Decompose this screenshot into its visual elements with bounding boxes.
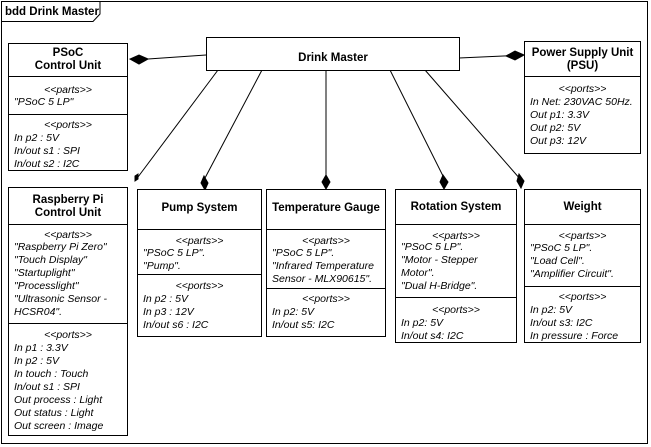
diamond-weight-icon <box>516 172 525 190</box>
separator <box>9 224 127 225</box>
diamond-psoc-icon <box>128 54 150 65</box>
ports-compartment-title: <<ports>> <box>175 280 224 292</box>
block-rotation-system-name: Rotation System <box>410 201 502 213</box>
parts-list: "PSoC 5 LP". "Load Cell". "Amplifier Cir… <box>530 242 614 280</box>
parts-list: "PSoC 5 LP" <box>14 96 74 108</box>
parts-list: "PSoC 5 LP". "Motor - Stepper Motor". "D… <box>401 241 478 292</box>
block-psu-name: Power Supply Unit (PSU) <box>531 47 634 72</box>
block-pump-system-name: Pump System <box>161 202 238 214</box>
diamond-psu-icon <box>504 50 526 61</box>
separator <box>396 224 516 225</box>
link-psoc <box>147 54 207 60</box>
block-temperature-gauge-name: Temperature Gauge <box>272 202 380 214</box>
parts-list: "Raspberry Pi Zero" "Touch Display" "Sta… <box>14 241 108 318</box>
separator <box>525 286 640 287</box>
separator <box>138 274 261 275</box>
separator <box>138 229 261 230</box>
block-weight[interactable]: Weight <<parts>> "PSoC 5 LP". "Load Cell… <box>524 189 641 343</box>
ports-compartment-title: <<ports>> <box>558 83 607 95</box>
link-rotation <box>389 69 445 179</box>
block-raspberry-pi[interactable]: Raspberry Pi Control Unit <<parts>> "Ras… <box>8 187 128 436</box>
diamond-rotation-icon <box>439 173 449 191</box>
ports-list: In p2 : 5V In/out s1 : SPI In/out s2 : I… <box>14 132 80 170</box>
ports-list: In p2: 5V In/out s4: I2C <box>401 317 464 342</box>
block-rotation-system[interactable]: Rotation System <<parts>> "PSoC 5 LP". "… <box>395 189 517 343</box>
separator <box>525 224 640 225</box>
ports-list: In Net: 230VAC 50Hz. Out p1: 3.3V Out p2… <box>530 96 633 147</box>
diamond-rpi-icon <box>134 173 139 182</box>
parts-list: "PSoC 5 LP". "Infrared Temperature Senso… <box>272 247 374 285</box>
ports-list: In p2: 5V In/out s5: I2C <box>272 306 335 331</box>
ports-list: In p2: 5V In/out s3: I2C In pressure : F… <box>530 304 619 342</box>
parts-compartment-title: <<parts>> <box>175 235 224 247</box>
parts-compartment-title: <<parts>> <box>44 229 92 241</box>
parts-compartment-title: <<parts>> <box>44 84 92 96</box>
ports-compartment-title: <<ports>> <box>558 291 607 303</box>
ports-compartment-title: <<ports>> <box>44 119 92 131</box>
link-rpi <box>134 69 219 182</box>
block-weight-name: Weight <box>563 201 602 213</box>
block-temperature-gauge[interactable]: Temperature Gauge <<parts>> "PSoC 5 LP".… <box>266 189 386 337</box>
ports-compartment-title: <<ports>> <box>432 304 480 316</box>
separator <box>396 297 516 298</box>
frame-title: bdd Drink Master <box>5 6 99 18</box>
separator <box>525 76 640 77</box>
block-pump-system[interactable]: Pump System <<parts>> "PSoC 5 LP". "Pump… <box>137 189 262 337</box>
block-drink-master[interactable]: Drink Master <box>206 37 460 71</box>
link-pump <box>204 69 263 179</box>
separator <box>267 229 385 230</box>
diamond-temp-icon <box>321 173 331 191</box>
parts-compartment-title: <<parts>> <box>302 235 350 247</box>
separator <box>267 288 385 289</box>
parts-list: "PSoC 5 LP". "Pump". <box>143 247 206 272</box>
block-drink-master-name: Drink Master <box>298 52 368 64</box>
frame-tab <box>1 1 101 22</box>
separator <box>9 76 127 77</box>
link-weight <box>424 69 522 181</box>
block-psu[interactable]: Power Supply Unit (PSU) <<ports>> In Net… <box>524 41 641 154</box>
diamond-pump-icon <box>200 174 209 192</box>
ports-list: In p2 : 5V In p3 : 12V In/out s6 : I2C <box>143 293 209 331</box>
parts-compartment-title: <<parts>> <box>558 230 607 242</box>
separator <box>9 323 127 324</box>
block-raspberry-pi-name: Raspberry Pi Control Unit <box>32 194 104 219</box>
ports-compartment-title: <<ports>> <box>302 293 350 305</box>
ports-compartment-title: <<ports>> <box>44 329 92 341</box>
separator <box>9 114 127 115</box>
block-psoc[interactable]: PSoC Control Unit <<parts>> "PSoC 5 LP" … <box>8 43 128 171</box>
parts-compartment-title: <<parts>> <box>432 230 480 242</box>
block-psoc-name: PSoC Control Unit <box>34 47 102 72</box>
ports-list: In p1 : 3.3V In p2 : 5V In touch : Touch… <box>14 342 104 432</box>
